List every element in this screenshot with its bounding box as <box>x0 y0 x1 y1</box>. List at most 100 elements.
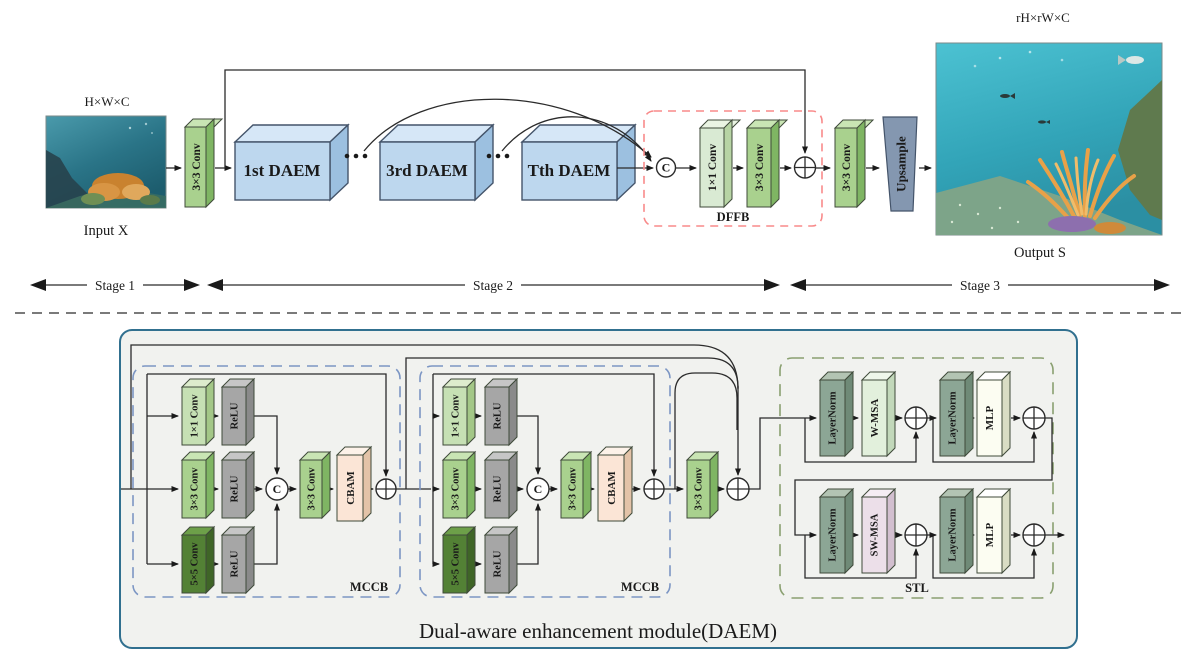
stl-label: STL <box>905 581 929 595</box>
stage2-label: Stage 2 <box>473 278 513 293</box>
svg-text:LayerNorm: LayerNorm <box>948 391 959 444</box>
stl-row1-plus1 <box>904 406 928 430</box>
output-dims-label: rH×rW×C <box>1016 10 1070 25</box>
input-label: Input X <box>84 223 129 239</box>
fish-light <box>1118 55 1144 65</box>
conv-in-label: 3×3 Conv <box>191 143 203 190</box>
dffb-conv2-label: 3×3 Conv <box>754 144 766 191</box>
mccb1-relu2-block: ReLU <box>220 450 256 520</box>
mccb1-output-skip <box>405 357 739 489</box>
svg-text:SW-MSA: SW-MSA <box>870 513 881 556</box>
stl-row2-plus1 <box>904 523 928 547</box>
svg-text:ReLU: ReLU <box>230 475 241 502</box>
stage-arrow-2: Stage 2 <box>207 277 780 293</box>
daem-final-plus-node <box>726 477 750 501</box>
mccb2-conv3x3-block: 3×3 Conv <box>441 450 477 520</box>
stl-row1-plus2 <box>1022 406 1046 430</box>
daem-caption: Dual-aware enhancement module(DAEM) <box>419 619 777 643</box>
dffb-label: DFFB <box>717 210 750 224</box>
stl-mlp2-block: MLP <box>975 487 1012 575</box>
fish <box>1000 93 1050 124</box>
svg-text:MLP: MLP <box>984 523 996 548</box>
daem-block-2: 3rd DAEM <box>378 123 495 202</box>
svg-text:3×3 Conv: 3×3 Conv <box>568 467 579 511</box>
svg-text:LayerNorm: LayerNorm <box>828 508 839 561</box>
mccb2-output-skip <box>674 372 738 489</box>
dffb-conv2-block: 3×3 Conv <box>745 118 789 209</box>
stage1-label: Stage 1 <box>95 278 135 293</box>
daem3-label: Tth DAEM <box>528 161 611 180</box>
mccb2-conv5x5-block: 5×5 Conv <box>441 525 477 595</box>
global-skip-line <box>224 69 808 168</box>
daem1-label: 1st DAEM <box>244 161 321 180</box>
daem-block-1: 1st DAEM <box>233 123 350 202</box>
stl-mlp1-block: MLP <box>975 370 1012 458</box>
stl-row1-skip2 <box>932 418 1037 463</box>
upsample-label: Upsample <box>894 136 909 192</box>
svg-text:5×5 Conv: 5×5 Conv <box>451 542 462 586</box>
input-image <box>45 115 167 209</box>
stl-swmsa-block: SW-MSA <box>860 487 897 575</box>
stl-row-connector <box>794 417 1053 538</box>
svg-text:3×3 Conv: 3×3 Conv <box>694 467 705 511</box>
svg-text:C: C <box>534 482 543 496</box>
svg-text:ReLU: ReLU <box>230 402 241 429</box>
mccb2-fuse-conv-block: 3×3 Conv <box>559 450 593 520</box>
mccb1-plus-node <box>375 478 397 500</box>
stl-box <box>779 357 1054 599</box>
output-label: Output S <box>1014 245 1066 261</box>
stl-row2-plus2 <box>1022 523 1046 547</box>
daem-block-3: Tth DAEM <box>520 123 637 202</box>
svg-text:ReLU: ReLU <box>493 475 504 502</box>
dffb-box <box>643 110 823 227</box>
stage-arrow-1: Stage 1 <box>30 277 200 293</box>
svg-text:LayerNorm: LayerNorm <box>828 391 839 444</box>
mccb1-conv5x5-block: 5×5 Conv <box>180 525 216 595</box>
svg-text:W-MSA: W-MSA <box>869 399 881 438</box>
stl-layernorm2a-block: LayerNorm <box>818 487 855 575</box>
dffb-conv1-label: 1×1 Conv <box>707 144 719 191</box>
mccb1-conv1x1-block: 1×1 Conv <box>180 377 216 447</box>
stl-row2-skip1 <box>804 535 919 579</box>
svg-text:LayerNorm: LayerNorm <box>948 508 959 561</box>
daem1-skip-arc <box>363 98 652 158</box>
mccb2-plus-node <box>643 478 665 500</box>
mccb2-conv1x1-block: 1×1 Conv <box>441 377 477 447</box>
mccb1-internal-skip <box>147 373 389 477</box>
svg-text:3×3 Conv: 3×3 Conv <box>307 467 318 511</box>
stl-layernorm1a-block: LayerNorm <box>818 370 855 458</box>
conv-in-block: 3×3 Conv <box>183 117 224 209</box>
svg-text:1×1 Conv: 1×1 Conv <box>190 394 201 438</box>
mccb1-relu3-block: ReLU <box>220 525 256 595</box>
anemone-inner <box>1054 156 1100 217</box>
svg-text:MLP: MLP <box>984 406 996 431</box>
output-image <box>935 42 1163 236</box>
input-dims-label: H×W×C <box>85 94 130 109</box>
mccb1-label: MCCB <box>350 580 388 594</box>
svg-text:ReLU: ReLU <box>493 550 504 577</box>
inter-daem-dots-2 <box>486 153 510 159</box>
mccb2-box <box>419 365 671 598</box>
conv-out-block: 3×3 Conv <box>833 118 875 209</box>
stl-layernorm2b-block: LayerNorm <box>938 487 975 575</box>
into-stl-line <box>749 415 817 490</box>
daem2-label: 3rd DAEM <box>386 161 468 180</box>
svg-text:ReLU: ReLU <box>493 402 504 429</box>
mccb1-relu1-block: ReLU <box>220 377 256 447</box>
mccb2-concat-node: C <box>526 477 550 501</box>
stl-layernorm1b-block: LayerNorm <box>938 370 975 458</box>
stl-row1-skip1 <box>804 418 919 463</box>
concat-node-top: C <box>655 157 677 178</box>
mccb1-conv3x3-block: 3×3 Conv <box>180 450 216 520</box>
mccb1-fuse-conv-block: 3×3 Conv <box>298 450 332 520</box>
svg-text:CBAM: CBAM <box>606 471 618 505</box>
stl-row2-skip2 <box>932 535 1037 579</box>
upsample-block: Upsample <box>882 116 918 212</box>
mccb2-relu3-block: ReLU <box>483 525 519 595</box>
plus-node-top <box>793 156 817 179</box>
conv-out-label: 3×3 Conv <box>841 144 853 191</box>
daem-fuse-conv-block: 3×3 Conv <box>685 450 720 520</box>
dffb-conv1-block: 1×1 Conv <box>698 118 742 209</box>
